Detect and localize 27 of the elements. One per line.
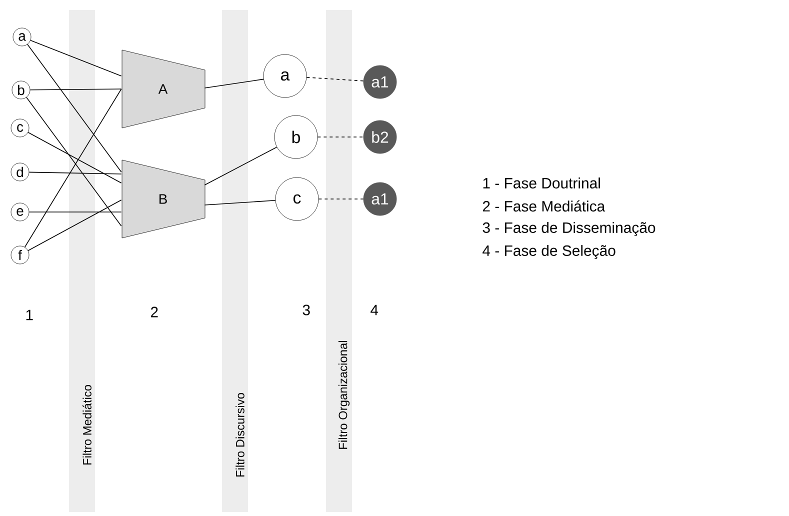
legend-text: 4 - Fase de Seleção (482, 245, 616, 259)
filter-trapezoid: A (122, 50, 206, 128)
filter-label: Filtro Discursivo (236, 393, 244, 477)
connector-line (28, 172, 122, 174)
connector-line (27, 44, 122, 172)
filter-label: Filtro Mediático (82, 385, 92, 465)
connector-line (26, 97, 122, 226)
connector-line (30, 88, 122, 90)
legend-text: 1 - Fase Doutrinal (483, 178, 600, 188)
connector-line (318, 198, 364, 200)
legend-text: 3 - Fase de Disseminação (482, 222, 656, 236)
connector-line (306, 76, 364, 82)
phase-number: 1 (26, 310, 33, 320)
filter-trapezoid: B (122, 160, 206, 238)
phase-number: 3 (302, 304, 310, 316)
connector-line (204, 78, 264, 88)
legend-text: 2 - Fase Mediática (482, 200, 606, 212)
phase-number: 4 (370, 304, 378, 316)
connector-line (28, 132, 122, 184)
filter-label: Filtro Organizacional (338, 341, 350, 449)
connector-line (204, 200, 276, 206)
connector-line (30, 40, 122, 76)
connector-line (28, 200, 122, 251)
connector-line (317, 136, 364, 138)
connector-line (24, 88, 122, 248)
phase-number: 2 (150, 306, 158, 318)
connector-line (204, 146, 278, 186)
